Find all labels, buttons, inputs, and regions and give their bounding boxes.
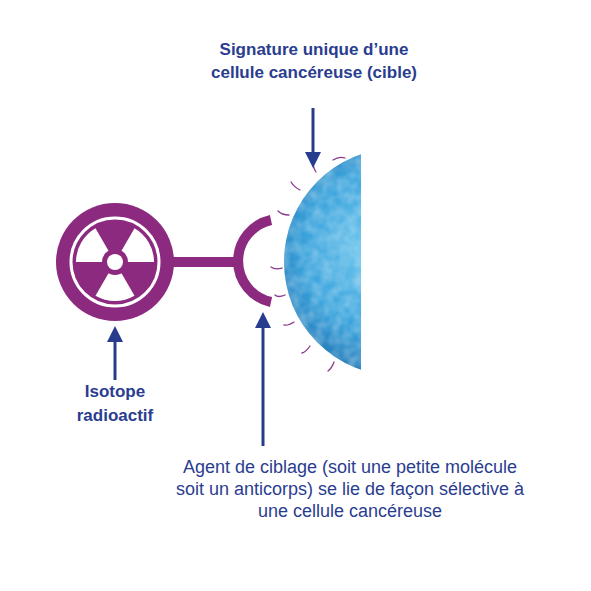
radioactive-isotope bbox=[56, 203, 174, 321]
target-callout: Signature unique d’une cellule cancéreus… bbox=[192, 38, 436, 84]
isotope-callout: Isotope radioactif bbox=[50, 380, 180, 428]
targeting-agent bbox=[238, 220, 271, 302]
agent-callout: Agent de ciblage (soit une petite molécu… bbox=[170, 456, 530, 522]
linker-bar bbox=[165, 257, 237, 267]
cancer-cell bbox=[271, 148, 361, 376]
